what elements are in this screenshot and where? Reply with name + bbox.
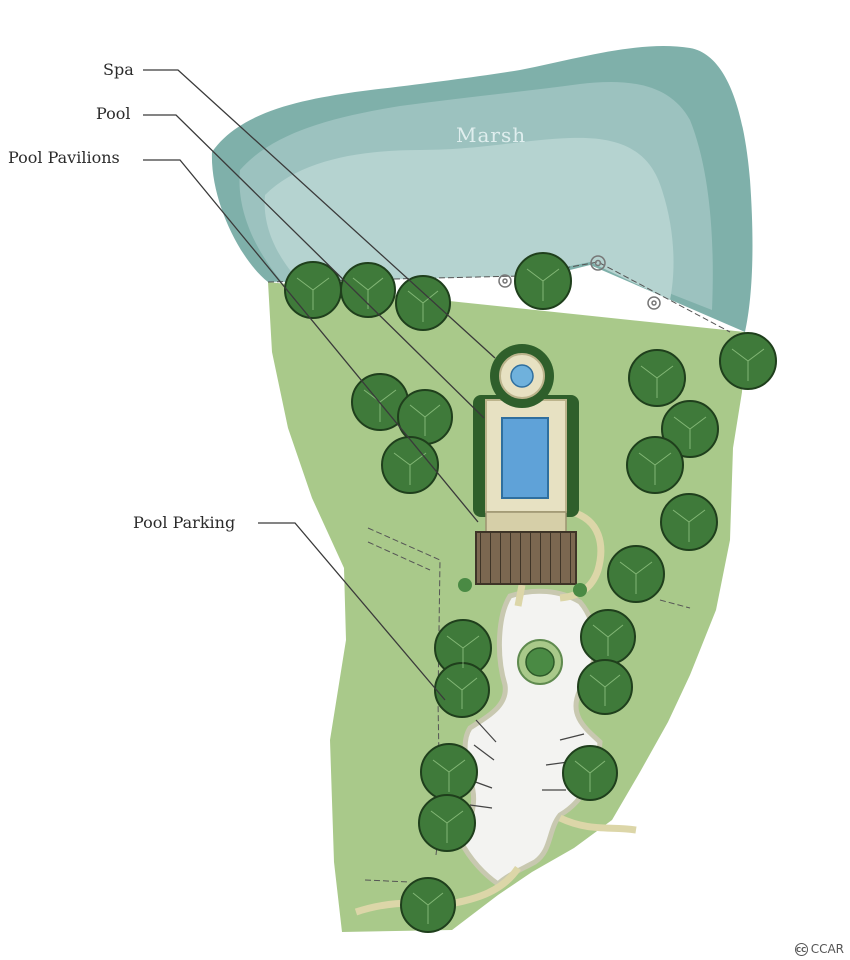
island-tree-icon	[525, 647, 555, 677]
pool-parking-leader	[258, 522, 446, 701]
shrub-icon	[458, 578, 472, 592]
copyright-icon: CC	[794, 942, 808, 956]
tree-canopy-strokes	[296, 268, 765, 924]
pool-water	[501, 417, 549, 499]
pool-complex	[458, 344, 587, 597]
boundary-markers	[498, 255, 661, 310]
marsh-label: Marsh	[456, 123, 527, 147]
spa-water	[510, 364, 534, 388]
spa-label: Spa	[103, 60, 134, 79]
pool-pavilions-leader	[143, 159, 479, 523]
image-credit: CC CCAR	[794, 942, 844, 956]
shrub-icon	[573, 583, 587, 597]
pool-pavilions-label: Pool Pavilions	[8, 148, 120, 167]
credit-text: CCAR	[810, 942, 844, 956]
spa-leader	[143, 69, 496, 359]
marsh-inner	[264, 137, 674, 300]
leader-lines	[143, 69, 496, 701]
pool-terrace	[485, 511, 567, 535]
pool-label: Pool	[96, 104, 131, 123]
pool-leader	[143, 114, 485, 419]
pool-pavilion-deck	[475, 531, 577, 585]
pool-parking-label: Pool Parking	[133, 513, 236, 532]
trees	[284, 252, 777, 933]
